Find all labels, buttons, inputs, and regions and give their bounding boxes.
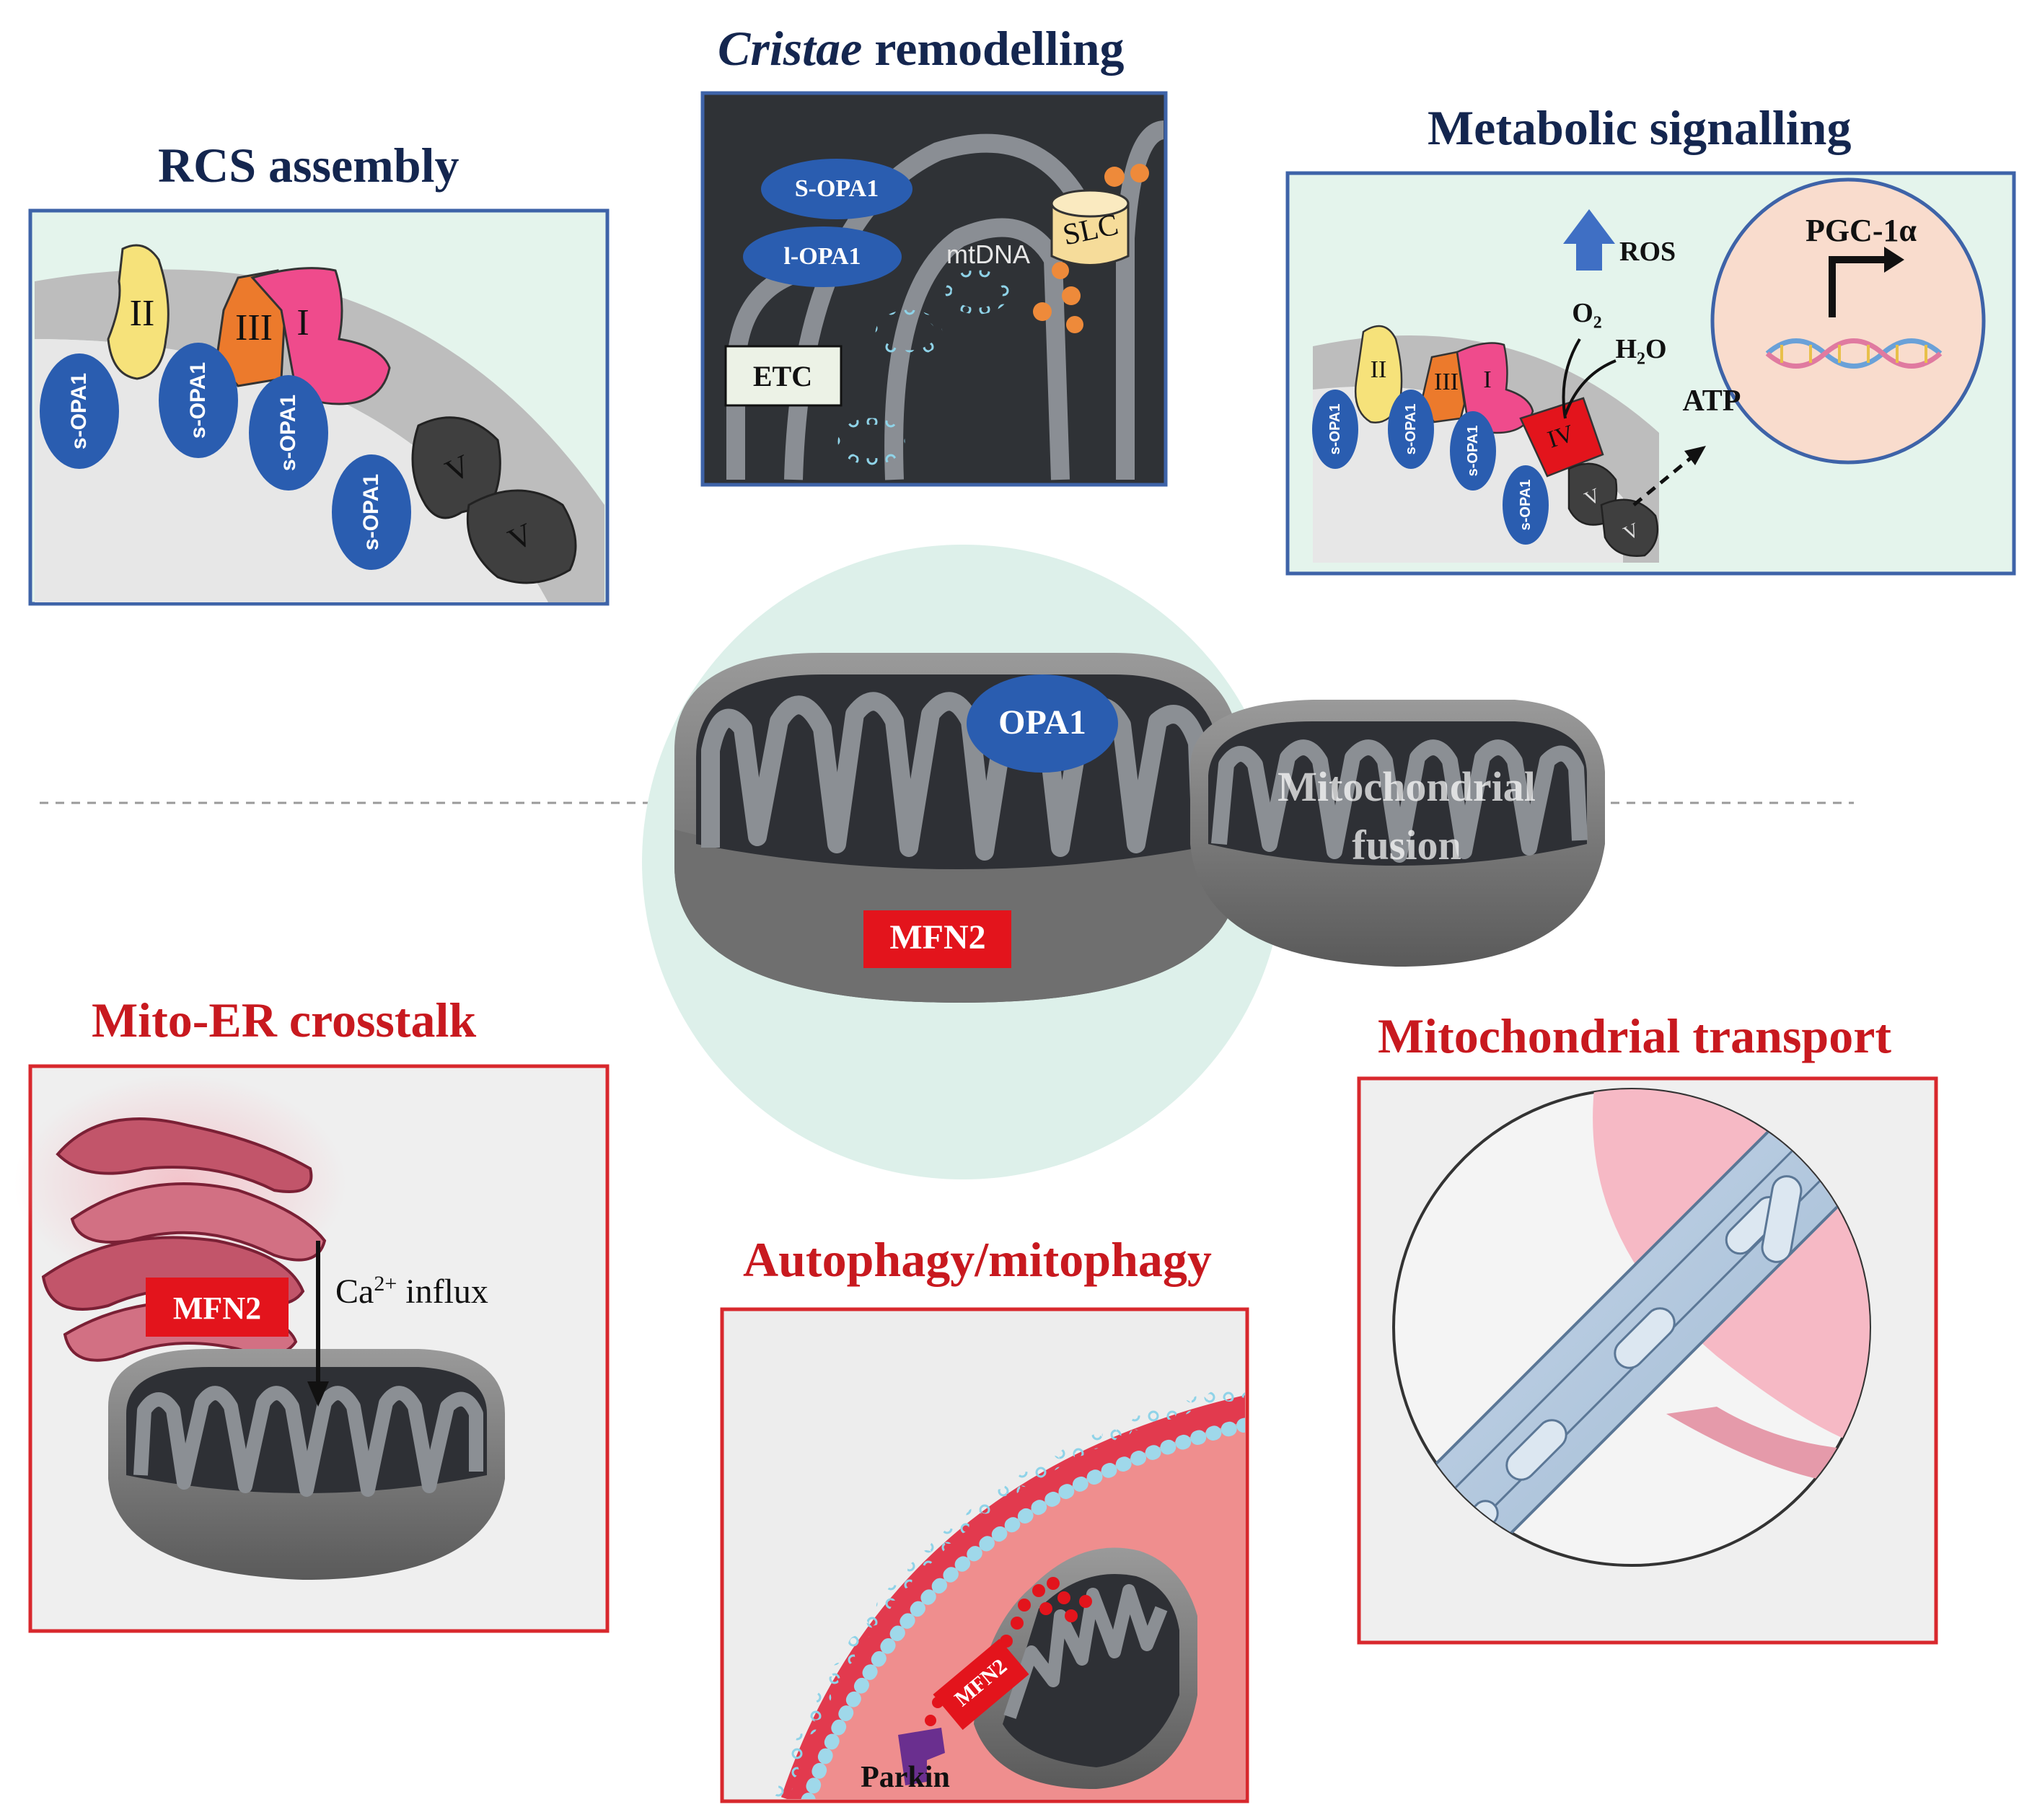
etc-label: ETC [752,360,813,392]
parkin-label: Parkin [861,1761,950,1794]
panel-rcs-assembly [28,208,610,606]
panel-cristae-remodelling [700,91,1168,487]
metabolic-title: Metabolic signalling [1428,100,1852,155]
atp-label: ATP [1682,384,1741,418]
complex-ii-label: II [129,293,155,334]
panel-mito-er-crosstalk [14,1064,610,1633]
mtdna-label: mtDNA [946,239,1030,269]
mfn2-label: MFN2 [889,918,986,957]
mito-er-title: Mito-ER crosstalk [92,993,477,1047]
cristae-title: Cristae remodelling [718,21,1125,76]
ca-influx-label: Ca2+ influx [335,1272,488,1311]
complex-iii-label: III [235,307,273,348]
mito-er-mfn2-label: MFN2 [172,1291,262,1326]
metabolic-complex-i-label: I [1483,366,1492,393]
s-opa1-label: s-OPA1 [67,372,91,450]
pgc1a-label: PGC-1α [1805,213,1917,248]
panel-mitochondrial-transport [1357,1076,1938,1645]
o2-label: O2 [1572,298,1602,333]
rcs-title: RCS assembly [158,138,459,193]
complex-i-label: I [296,302,309,343]
panel-autophagy-mitophagy [720,1307,1249,1803]
metabolic-s-opa1-label: s-OPA1 [1518,479,1534,531]
h2o-label: H2O [1615,334,1667,369]
metabolic-complex-ii-label: II [1370,356,1387,383]
metabolic-s-opa1-label: s-OPA1 [1465,425,1481,477]
s-opa1-long-label: S-OPA1 [794,175,879,202]
opa1-label: OPA1 [998,703,1086,742]
l-opa1-label: l-OPA1 [783,243,861,270]
transport-title: Mitochondrial transport [1378,1008,1892,1063]
autophagy-title: Autophagy/mitophagy [743,1232,1212,1287]
s-opa1-label: s-OPA1 [359,473,383,551]
s-opa1-label: s-OPA1 [276,394,300,472]
s-opa1-label: s-OPA1 [186,361,210,439]
central-mitochondria [674,653,1605,1003]
metabolic-complex-iii-label: III [1434,369,1459,395]
mitochondrial-fusion-label: Mitochondrial fusion [1277,763,1536,869]
panel-metabolic-signalling [1285,171,2016,576]
metabolic-s-opa1-label: s-OPA1 [1403,403,1419,455]
metabolic-s-opa1-label: s-OPA1 [1327,403,1343,455]
ros-label: ROS [1619,237,1676,267]
